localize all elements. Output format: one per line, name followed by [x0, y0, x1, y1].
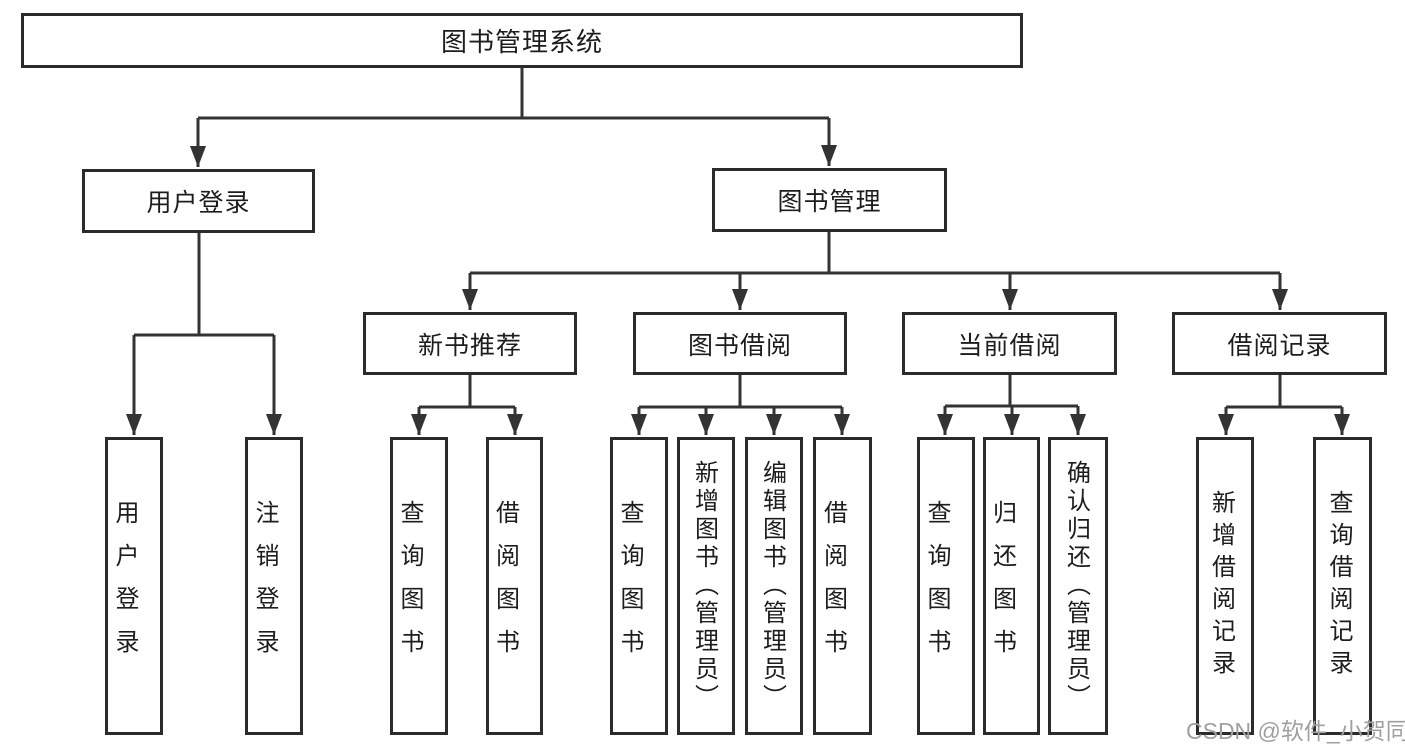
leaf-add-books-admin-label: 新增图书（管理员） [690, 460, 718, 712]
node-root-system-label: 图书管理系统 [440, 27, 603, 57]
leaf-query-books-current: 查询图书 [917, 437, 975, 735]
csdn-watermark: CSDN @软件_小贺同学 [1186, 718, 1405, 744]
connector-book-management [470, 232, 1280, 275]
leaf-confirm-return-admin: 确认归还（管理员） [1048, 437, 1108, 735]
node-new-book-recommend: 新书推荐 [363, 312, 577, 375]
leaf-query-books-current-label: 查询图书 [923, 500, 950, 672]
leaf-logout: 注销登录 [245, 437, 303, 735]
leaf-return-books-label: 归还图书 [988, 500, 1016, 672]
node-book-borrow-label: 图书借阅 [687, 331, 792, 360]
leaf-borrow-books-recommend: 借阅图书 [486, 437, 543, 735]
connector-new-book-recommend [419, 375, 515, 409]
leaf-query-books-recommend-label: 查询图书 [396, 500, 423, 672]
leaf-query-books-borrow-label: 查询图书 [616, 500, 643, 672]
node-current-borrow-label: 当前借阅 [957, 331, 1062, 360]
leaf-query-borrow-record-label: 查询借阅记录 [1325, 490, 1352, 682]
leaf-borrow-books-recommend-label: 借阅图书 [491, 500, 519, 672]
node-user-login-label: 用户登录 [146, 189, 251, 217]
node-current-borrow: 当前借阅 [902, 312, 1117, 375]
connector-book-borrow [639, 375, 842, 409]
node-book-management: 图书管理 [712, 168, 947, 232]
leaf-borrow-books: 借阅图书 [813, 437, 872, 735]
node-borrow-records: 借阅记录 [1172, 312, 1387, 375]
node-book-management-label: 图书管理 [777, 188, 882, 216]
leaf-add-books-admin: 新增图书（管理员） [677, 437, 735, 735]
leaf-return-books: 归还图书 [983, 437, 1040, 735]
leaf-user-login: 用户登录 [105, 437, 163, 735]
leaf-borrow-books-label: 借阅图书 [819, 500, 847, 672]
leaf-query-books-recommend: 查询图书 [390, 437, 448, 735]
leaf-query-books-borrow: 查询图书 [610, 437, 668, 735]
connector-user-login [134, 233, 274, 337]
node-root-system: 图书管理系统 [21, 13, 1023, 68]
leaf-user-login-label: 用户登录 [111, 500, 138, 672]
leaf-add-borrow-record: 新增借阅记录 [1196, 437, 1254, 735]
leaf-logout-label: 注销登录 [251, 500, 278, 672]
node-borrow-records-label: 借阅记录 [1227, 331, 1332, 360]
node-user-login: 用户登录 [82, 169, 315, 233]
leaf-query-borrow-record: 查询借阅记录 [1313, 437, 1372, 735]
node-book-borrow: 图书借阅 [633, 312, 847, 375]
connector-root [198, 68, 829, 120]
connector-current-borrow [945, 375, 1078, 408]
connector-borrow-records [1226, 375, 1342, 409]
leaf-confirm-return-admin-label: 确认归还（管理员） [1062, 460, 1090, 712]
leaf-edit-books-admin: 编辑图书（管理员） [745, 437, 803, 735]
node-new-book-recommend-label: 新书推荐 [417, 331, 522, 360]
leaf-add-borrow-record-label: 新增借阅记录 [1207, 490, 1235, 682]
leaf-edit-books-admin-label: 编辑图书（管理员） [758, 460, 786, 712]
